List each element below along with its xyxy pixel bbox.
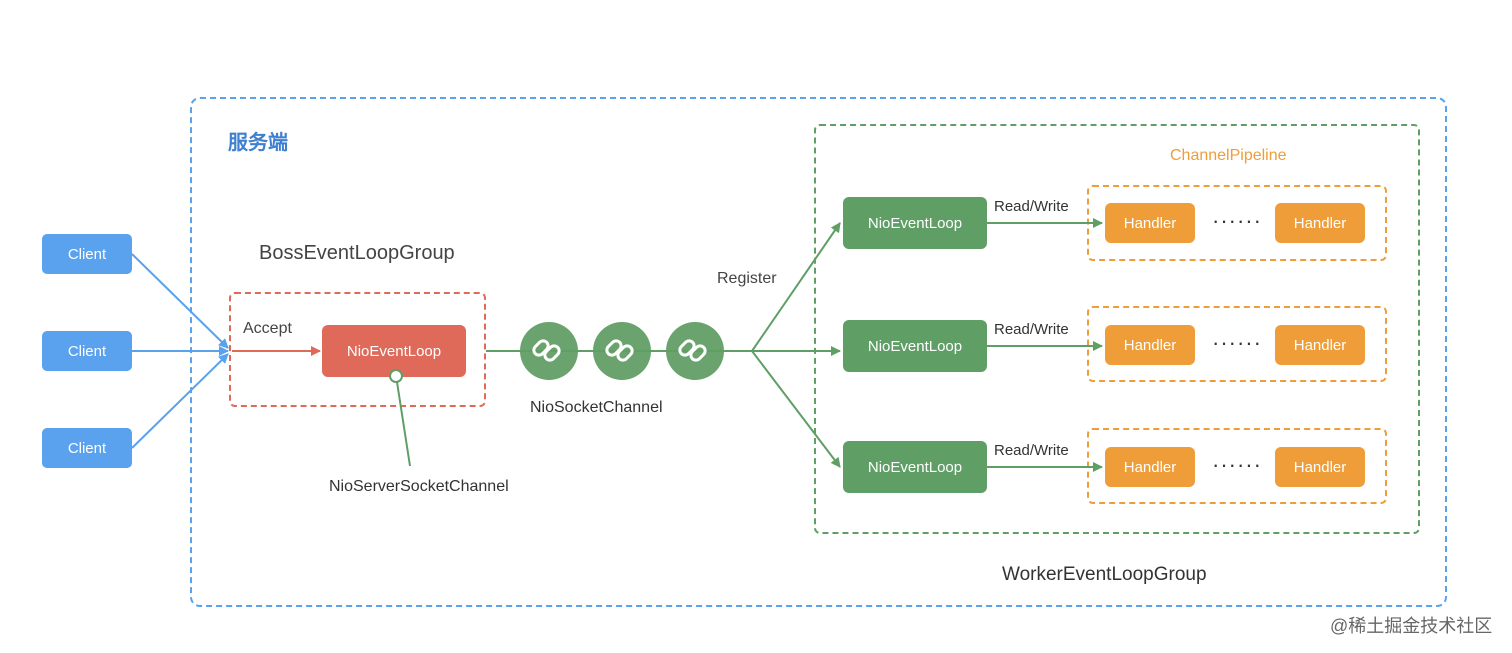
handler-3a: Handler [1105,447,1195,487]
ellipsis-2: ······ [1212,330,1262,355]
watermark: @稀土掘金技术社区 [1330,616,1493,636]
client-3: Client [42,428,132,468]
read-write-label-3: Read/Write [994,442,1069,459]
handler-2b: Handler [1275,325,1365,365]
boss-group-box [229,292,486,407]
worker-event-loop-2: NioEventLoop [843,320,987,372]
link-icon [532,339,561,362]
read-write-label-2: Read/Write [994,321,1069,338]
client-2: Client [42,331,132,371]
socket-channel-label: NioSocketChannel [530,399,663,416]
ellipsis-1: ······ [1212,208,1262,233]
accept-label: Accept [243,320,292,337]
worker-event-loop-1: NioEventLoop [843,197,987,249]
handler-1a: Handler [1105,203,1195,243]
worker-group-label: WorkerEventLoopGroup [1002,564,1207,585]
server-channel-anchor [389,369,403,383]
ellipsis-3: ······ [1212,452,1262,477]
server-socket-channel-label: NioServerSocketChannel [329,478,509,495]
register-arrow-3 [751,350,841,468]
client-3-arrow [131,353,229,449]
worker-group-box [814,124,1420,534]
register-arrow-1 [751,222,841,352]
link-icon [605,339,634,362]
server-channel-pointer [396,381,411,467]
boss-group-label: BossEventLoopGroup [259,242,455,264]
handler-2a: Handler [1105,325,1195,365]
client-1: Client [42,234,132,274]
handler-3b: Handler [1275,447,1365,487]
handler-1b: Handler [1275,203,1365,243]
link-icon [678,339,707,362]
server-title: 服务端 [228,132,288,154]
boss-event-loop: NioEventLoop [322,325,466,377]
worker-event-loop-3: NioEventLoop [843,441,987,493]
pipeline-label: ChannelPipeline [1170,147,1287,164]
client-1-arrow [131,253,229,349]
pipeline-box-2 [1087,306,1387,382]
read-write-label-1: Read/Write [994,198,1069,215]
register-label: Register [717,270,777,287]
